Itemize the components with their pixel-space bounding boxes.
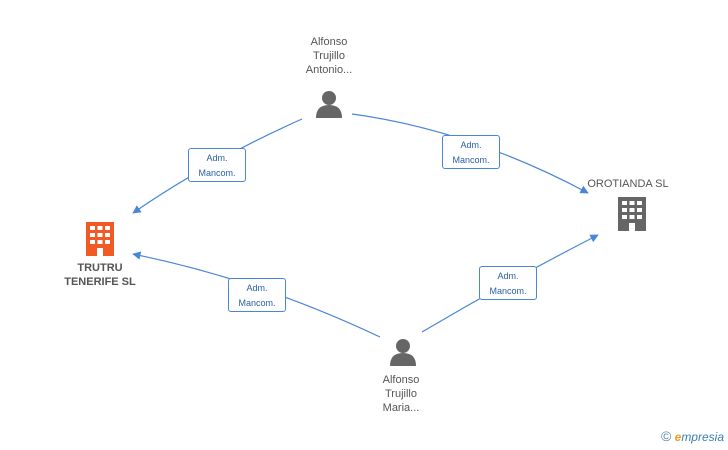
edge-role-line-1: Adm. [497,271,519,281]
person-icon[interactable] [390,339,416,366]
person-top-name-line-2: Trujillo [313,50,345,62]
brand-name: mpresia [681,430,724,444]
brand-watermark: © empresia [661,428,724,444]
building-icon[interactable] [86,222,114,256]
edge-role-line-2: Mancom. [198,168,236,178]
person-bottom-label[interactable]: Alfonso Trujillo Maria... [351,373,451,415]
edge-role-line-1: Adm. [206,153,228,163]
company-other-label[interactable]: OROTIANDA SL [578,177,678,191]
brand-logo-initial: e [674,430,682,444]
company-other-name-line-1: OROTIANDA SL [587,178,669,190]
edge-role-line-2: Mancom. [489,286,527,296]
edge-role-line-1: Adm. [246,283,268,293]
edge-label-top-trutru[interactable]: Adm. Mancom. [188,148,246,182]
edge-role-line-2: Mancom. [238,298,276,308]
person-top-label[interactable]: Alfonso Trujillo Antonio... [279,35,379,77]
edge-label-bottom-trutru[interactable]: Adm. Mancom. [228,278,286,312]
person-top-name-line-3: Antonio... [305,64,353,76]
person-top-name-line-1: Alfonso [310,36,348,48]
edge-role-line-2: Mancom. [452,155,490,165]
person-bottom-name-line-2: Trujillo [385,388,417,400]
company-main-name-line-1: TRUTRU [77,262,123,274]
copyright-symbol: © [660,428,672,444]
person-bottom-name-line-1: Alfonso [382,374,420,386]
edge-role-line-1: Adm. [460,140,482,150]
person-icon[interactable] [316,91,342,118]
edge-label-bottom-orotianda[interactable]: Adm. Mancom. [479,266,537,300]
person-bottom-name-line-3: Maria... [382,402,420,414]
edge-label-top-orotianda[interactable]: Adm. Mancom. [442,135,500,169]
company-main-name-line-2: TENERIFE SL [64,276,136,288]
company-main-label[interactable]: TRUTRU TENERIFE SL [50,261,150,289]
building-icon[interactable] [618,197,646,231]
